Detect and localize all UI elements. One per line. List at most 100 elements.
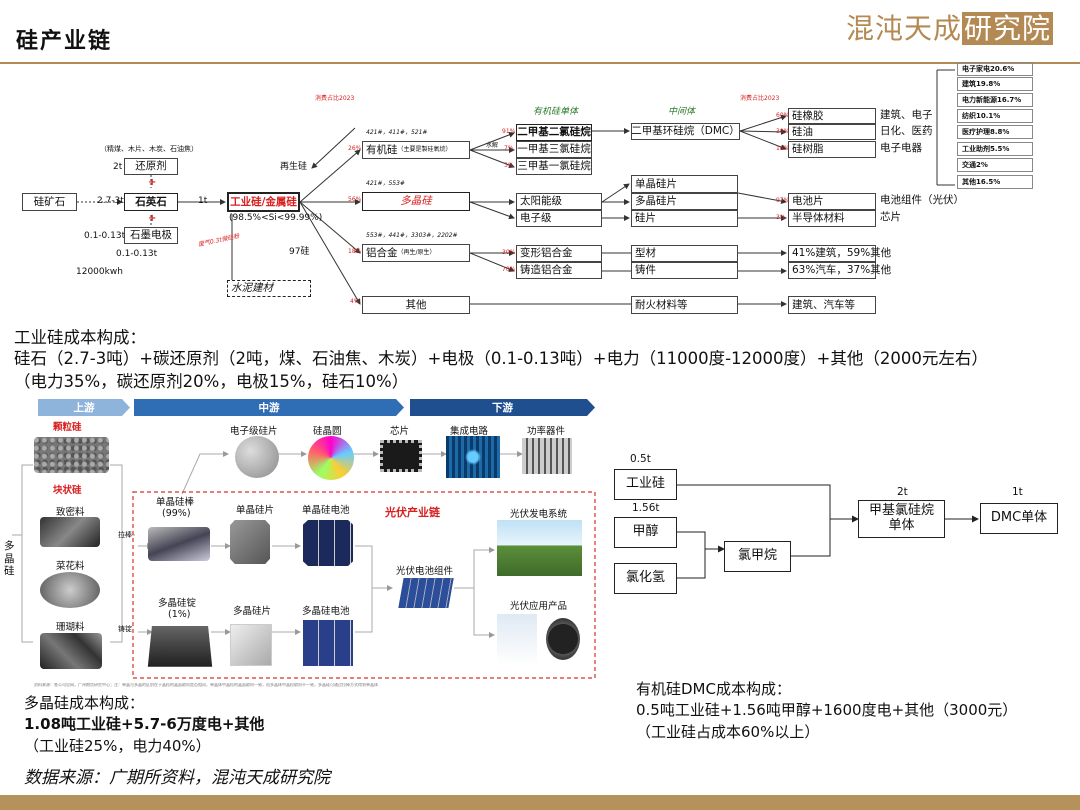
resin-use: 电子电器 [880,142,922,154]
other-use-box: 建筑、汽车等 [788,296,876,314]
industrial-si-qty: 1t [198,196,208,206]
mono-pct-3: 3% [504,162,514,169]
consumption-item: 建筑19.8% [957,77,1033,91]
consumption-item: 电子家电20.6% [957,62,1033,76]
pv-system-image [497,520,582,576]
casting-label: 铸锭 [118,625,132,633]
mono-rod-pct: (99%) [162,507,191,519]
pv-watch-image [546,618,580,660]
industrial-cost-line2: （电力35%，碳还原剂20%，电极15%，硅石10%） [14,372,409,391]
granular-si-label: 颗粒硅 [53,422,82,433]
pv-app-label: 光伏应用产品 [510,601,568,612]
monomer-1: 二甲基二氯硅烷 [516,124,592,141]
pv-chain-label: 光伏产业链 [385,506,440,519]
recycled-si-label: 再生硅 [280,162,308,172]
electronic-grade-box: 电子级 [516,210,602,227]
poly-cost-line2: （工业硅25%，电力40%） [24,737,211,755]
profile-box: 型材 [631,245,738,262]
chip-label: 芯片 [880,211,901,223]
quartz-box: 石英石 [124,193,178,211]
organic-si-note: （主要是製硅氧烷） [397,146,452,153]
organic-si-box: 有机硅（主要是製硅氧烷） [362,141,470,159]
consumption-item: 工业助剂5.5% [957,142,1033,156]
pct-poly: 56% [348,196,362,203]
profile-use-box: 41%建筑，59%其他 [788,245,891,262]
chloromethane-box: 氯甲烷 [724,541,791,572]
consumption-item: 交通2% [957,158,1033,172]
poly-ingot-label: 多晶硅锭(1%) [158,598,196,621]
industrial-silicon-box: 工业硅/金属硅 [227,192,300,212]
brand-name-inverse: 研究院 [962,12,1054,45]
pct-other: 4% [350,298,360,305]
si97-label: 97硅 [289,247,310,257]
oil-pct: 30% [776,128,790,135]
oil-use: 日化、医药 [880,125,933,137]
pv-module-label: 光伏电池组件 [396,566,454,577]
consumption-item: 纺织10.1% [957,109,1033,123]
monomer-3: 三甲基一氯硅烷 [516,158,592,175]
upstream-banner: 上游 [38,399,130,416]
organic-si-label: 有机硅 [366,143,398,156]
ic-image [446,436,500,478]
power-device-label: 功率器件 [527,426,566,437]
industrial-cost-line1: 硅石（2.7-3吨）+碳还原剂（2吨，煤、石油焦、木炭）+电极（0.1-0.13… [14,349,988,368]
dmc-flow-connectors [677,484,979,579]
alloy-note: （再生/原生） [397,249,436,256]
refractory-box: 耐火材料等 [631,296,738,314]
mono-cell-label: 单晶硅电池 [302,505,350,516]
poly-cost-line1: 1.08吨工业硅+5.7-6万度电+其他 [24,715,265,733]
electrode-qty-2: 0.1-0.13t [116,249,158,259]
other-box: 其他 [362,296,470,314]
mono-pct-1: 91% [502,128,516,135]
mono-wafer-box: 单晶硅片 [631,175,738,193]
upstream-label: 上游 [73,402,95,414]
reducer-materials-note: （精煤、木片、木炭、石油焦） [100,145,198,153]
polysilicon-box: 多晶硅 [362,192,470,211]
semiconductor-box: 半导体材料 [788,210,876,227]
e-grade-wafer-label: 电子级硅片 [230,426,278,437]
pct-alloy: 18% [348,248,362,255]
resin-pct: 10% [776,145,790,152]
si-wafer-round-label: 硅晶圆 [313,426,342,437]
dmc-box: 二甲基环硅烷（DMC） [631,123,740,140]
monomer-heading: 有机硅单体 [533,107,579,117]
methylchlorosilane-box: 甲基氯硅烷单体 [858,500,945,538]
poly-ingot-image [147,626,213,667]
ore-qty: 2.7-3t [97,196,124,206]
ore-box: 硅矿石 [22,193,77,211]
solar-grade-box: 太阳能级 [516,193,602,210]
lump-si-label: 块状硅 [53,485,82,496]
chip-label-mid: 芯片 [390,426,410,437]
downstream-banner: 下游 [410,399,595,416]
cauliflower-material-image [40,572,100,608]
rubber-pct: 60% [776,112,790,119]
mono-rod-name: 单晶硅棒 [156,497,195,508]
pull-rod-label: 拉棒 [118,531,132,539]
cast-pct: 70% [502,266,516,273]
mono-wafer-label: 单晶硅片 [236,505,275,516]
chip-image [380,440,422,472]
hydrolysis-label: 水解 [486,142,499,149]
poly-wafer-image [230,624,272,666]
cell-pct: 97% [776,197,790,204]
mono-rod-image [148,527,210,561]
cauliflower-label: 菜花料 [56,561,85,572]
wrought-pct: 30% [502,249,516,256]
electrode-box: 石墨电极 [124,227,178,244]
consumption-item: 电力新能源16.7% [957,93,1033,107]
casting-use-box: 63%汽车，37%其他 [788,262,891,279]
brand-name: 混沌天成 [846,12,963,45]
alloy-label: 铝合金 [366,246,398,259]
poly-cell-image [303,620,353,666]
poly-ingot-pct: (1%) [168,608,191,620]
consumption-item: 其他16.5% [957,175,1033,189]
methanol-qty: 1.56t [632,502,660,514]
dense-material-image [40,517,100,547]
dmc-ind-qty: 0.5t [630,453,651,465]
monomer-2: 一甲基三氯硅烷 [516,141,592,158]
cement-box: 水泥建材 [227,280,311,297]
poly-cost-heading: 多晶硅成本构成： [24,694,145,712]
consumption-item: 医疗护理8.8% [957,125,1033,139]
coral-label: 珊瑚料 [56,622,85,633]
poly-wafer-label: 多晶硅片 [233,606,272,617]
